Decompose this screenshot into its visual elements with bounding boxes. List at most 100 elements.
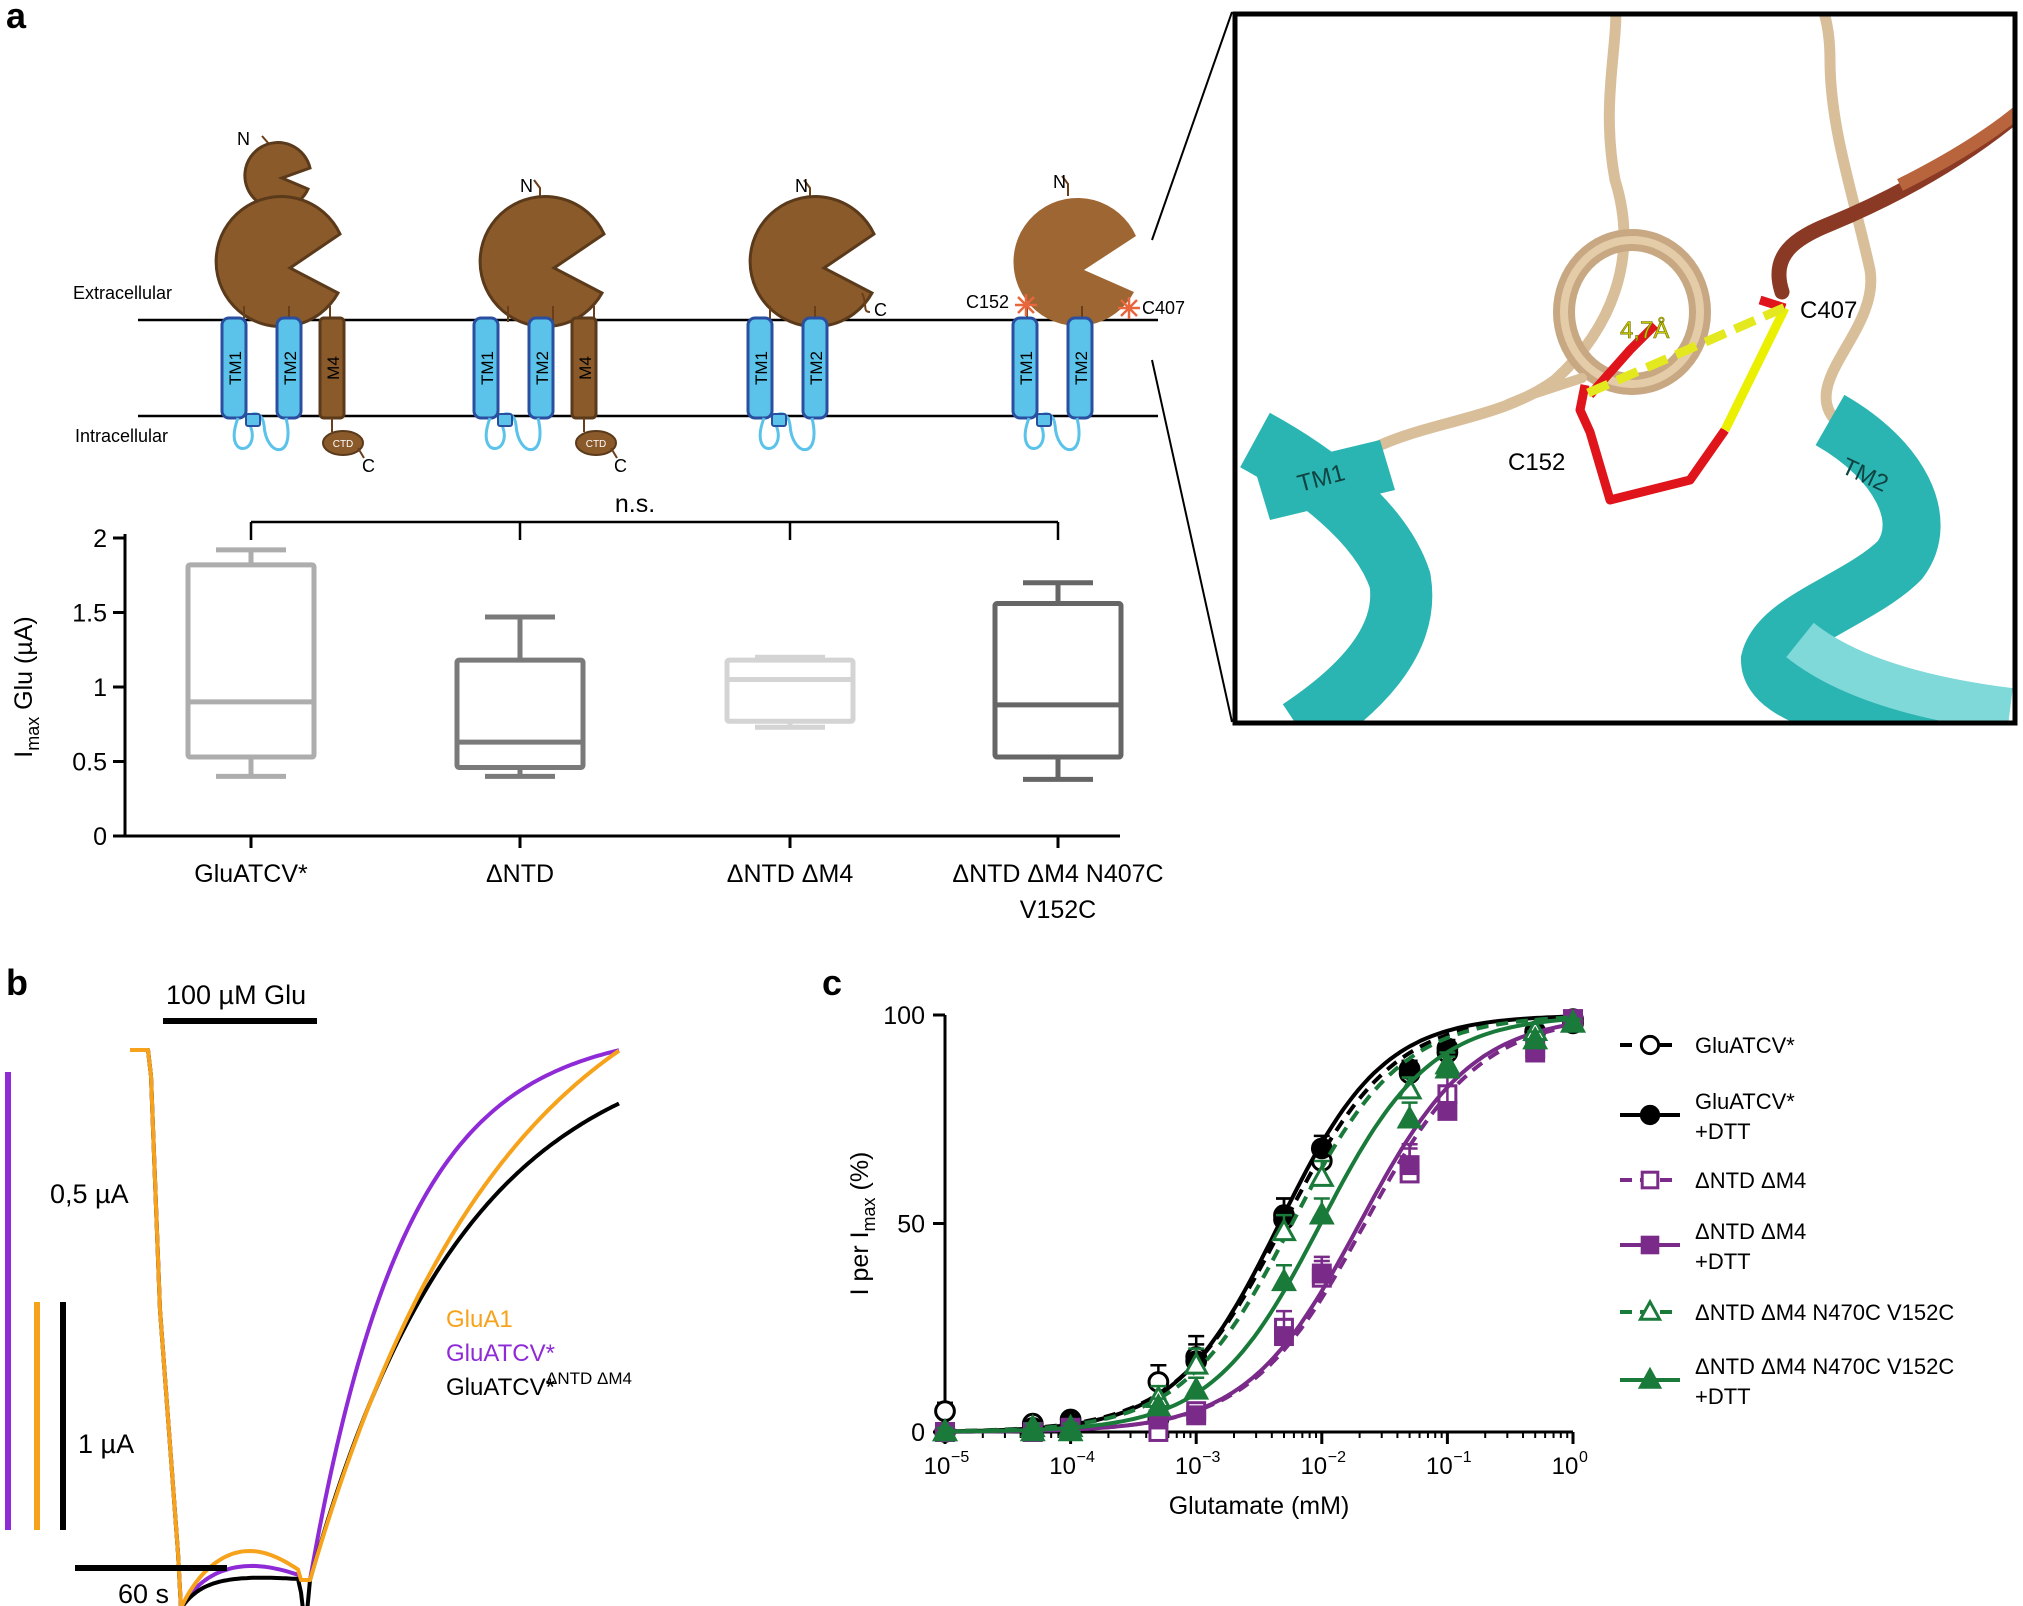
data-point xyxy=(1311,1263,1332,1284)
panel-label-b: b xyxy=(6,962,28,1003)
tm1-label: TM1 xyxy=(752,351,771,385)
ctd-domain xyxy=(322,430,364,456)
box-4 xyxy=(992,580,1124,782)
data-point xyxy=(1186,1405,1207,1426)
data-point xyxy=(1560,1009,1586,1033)
disulfide-red xyxy=(1575,384,1729,505)
x-tick-label: 10 xyxy=(1049,1453,1076,1480)
legend-label: +DTT xyxy=(1695,1119,1751,1144)
x-tick-label: ΔNTD xyxy=(486,860,554,888)
legend-item-5: ΔNTD ΔM4 N470C V152C xyxy=(1620,1298,1954,1325)
c152-label-3d: C152 xyxy=(1508,449,1565,476)
c-terminus-label: C xyxy=(614,456,627,476)
ctd-label: CTD xyxy=(586,439,607,450)
c407-label-3d: C407 xyxy=(1800,297,1857,324)
x-tick-label-exp: −1 xyxy=(1453,1449,1471,1466)
legend-item-3: ΔNTD ΔM4 xyxy=(1620,1168,1806,1193)
x-tick-label: ΔNTD ΔM4 N407C xyxy=(952,860,1163,888)
distance-label: 4,7Å xyxy=(1620,316,1669,344)
box-2 xyxy=(454,614,586,779)
box-3 xyxy=(724,654,856,730)
y-tick-label: 1 xyxy=(93,674,107,702)
c407-label: C407 xyxy=(1142,298,1185,318)
trace-gluatcv xyxy=(130,1048,620,1606)
legend-label: ΔNTD ΔM4 xyxy=(1695,1219,1806,1244)
data-point xyxy=(1399,1155,1420,1176)
tm1-helix xyxy=(1011,316,1039,420)
tm1-helix xyxy=(472,316,500,420)
data-point xyxy=(1308,1201,1335,1225)
series-6 xyxy=(932,1009,1586,1442)
box-iqr xyxy=(724,657,856,724)
legend-label: +DTT xyxy=(1695,1249,1751,1274)
tm1-label: TM1 xyxy=(478,351,497,385)
x-tick-label-exp: −2 xyxy=(1328,1449,1346,1466)
fit-curve xyxy=(944,1017,1574,1434)
m4-label: M4 xyxy=(324,356,343,380)
c152-label: C152 xyxy=(966,292,1009,312)
data-point xyxy=(1145,1392,1172,1417)
data-point xyxy=(1434,1055,1461,1079)
legend-item-6: ΔNTD ΔM4 N470C V152C+DTT xyxy=(1620,1354,1954,1409)
data-point xyxy=(1396,1105,1423,1129)
data-point xyxy=(1640,1170,1660,1190)
n-terminus-label: N xyxy=(795,176,808,196)
legend-label: ΔNTD ΔM4 xyxy=(1695,1168,1806,1193)
box-iqr xyxy=(454,657,586,770)
data-point xyxy=(1639,1034,1661,1056)
tm1-label: TM1 xyxy=(1017,351,1036,385)
x-tick-label: 10 xyxy=(1552,1453,1579,1480)
c152-star-icon xyxy=(1015,294,1037,316)
lbd-domain xyxy=(478,195,606,328)
y-tick-label: 100 xyxy=(883,1002,925,1030)
legend-label-sup: ΔNTD ΔM4 xyxy=(546,1369,632,1388)
trace-glua1 xyxy=(130,1048,621,1606)
extracellular-label: Extracellular xyxy=(73,283,172,303)
intracellular-label: Intracellular xyxy=(75,426,168,446)
x-tick-label: 10 xyxy=(1175,1453,1202,1480)
series-3 xyxy=(935,1009,1583,1442)
tm2-helix xyxy=(801,316,829,420)
series-1 xyxy=(934,1008,1584,1435)
x-tick-label-exp: −3 xyxy=(1202,1449,1220,1466)
panel-label-c: c xyxy=(822,962,842,1003)
n-terminus-label: N xyxy=(520,176,533,196)
x-tick-label: ΔNTD ΔM4 xyxy=(727,860,854,888)
data-point xyxy=(932,1417,958,1442)
legend-label: ΔNTD ΔM4 N470C V152C xyxy=(1695,1300,1954,1325)
tm1-helix xyxy=(220,316,248,420)
legend-label: GluATCV* xyxy=(446,1340,555,1367)
data-point xyxy=(1639,1104,1661,1126)
lbd-domain xyxy=(1013,197,1136,326)
tm2-helix xyxy=(527,316,555,420)
fit-curve xyxy=(944,1015,1574,1434)
c407-star-icon xyxy=(1118,297,1140,319)
x-tick-label: 10 xyxy=(1300,1453,1327,1480)
n-terminus-label: N xyxy=(237,129,250,149)
x-tick-label-exp: −5 xyxy=(951,1449,969,1466)
loop-left xyxy=(1364,14,1630,456)
data-point xyxy=(1183,1351,1210,1375)
legend-label: GluA1 xyxy=(446,1306,513,1333)
box-1 xyxy=(185,547,317,779)
data-point xyxy=(1271,1217,1297,1242)
data-point xyxy=(1637,1298,1663,1321)
x-axis-label: Glutamate (mM) xyxy=(1169,1492,1350,1520)
construct-dntd-dm4-cys: N TM1 TM2 C152 C407 xyxy=(966,172,1185,452)
lbd-domain xyxy=(214,195,342,328)
membrane-schematic: Extracellular Intracellular N TM1 TM2 M4… xyxy=(73,129,1185,476)
ctd-domain xyxy=(575,430,617,456)
tm2-label: TM2 xyxy=(1072,351,1091,385)
construct-dntd: N TM1 TM2 M4 CTD C xyxy=(472,176,627,476)
m4-label: M4 xyxy=(576,356,595,380)
y-tick-label: 1.5 xyxy=(72,600,107,628)
y-tick-label: 0 xyxy=(911,1419,925,1447)
x-tick-label-exp: −4 xyxy=(1077,1449,1095,1466)
scale-label-purple: 0,5 µA xyxy=(50,1179,129,1209)
data-point xyxy=(1310,1137,1333,1160)
data-point xyxy=(1640,1235,1660,1255)
data-point xyxy=(1437,1100,1458,1121)
x-tick-label: V152C xyxy=(1020,896,1096,924)
